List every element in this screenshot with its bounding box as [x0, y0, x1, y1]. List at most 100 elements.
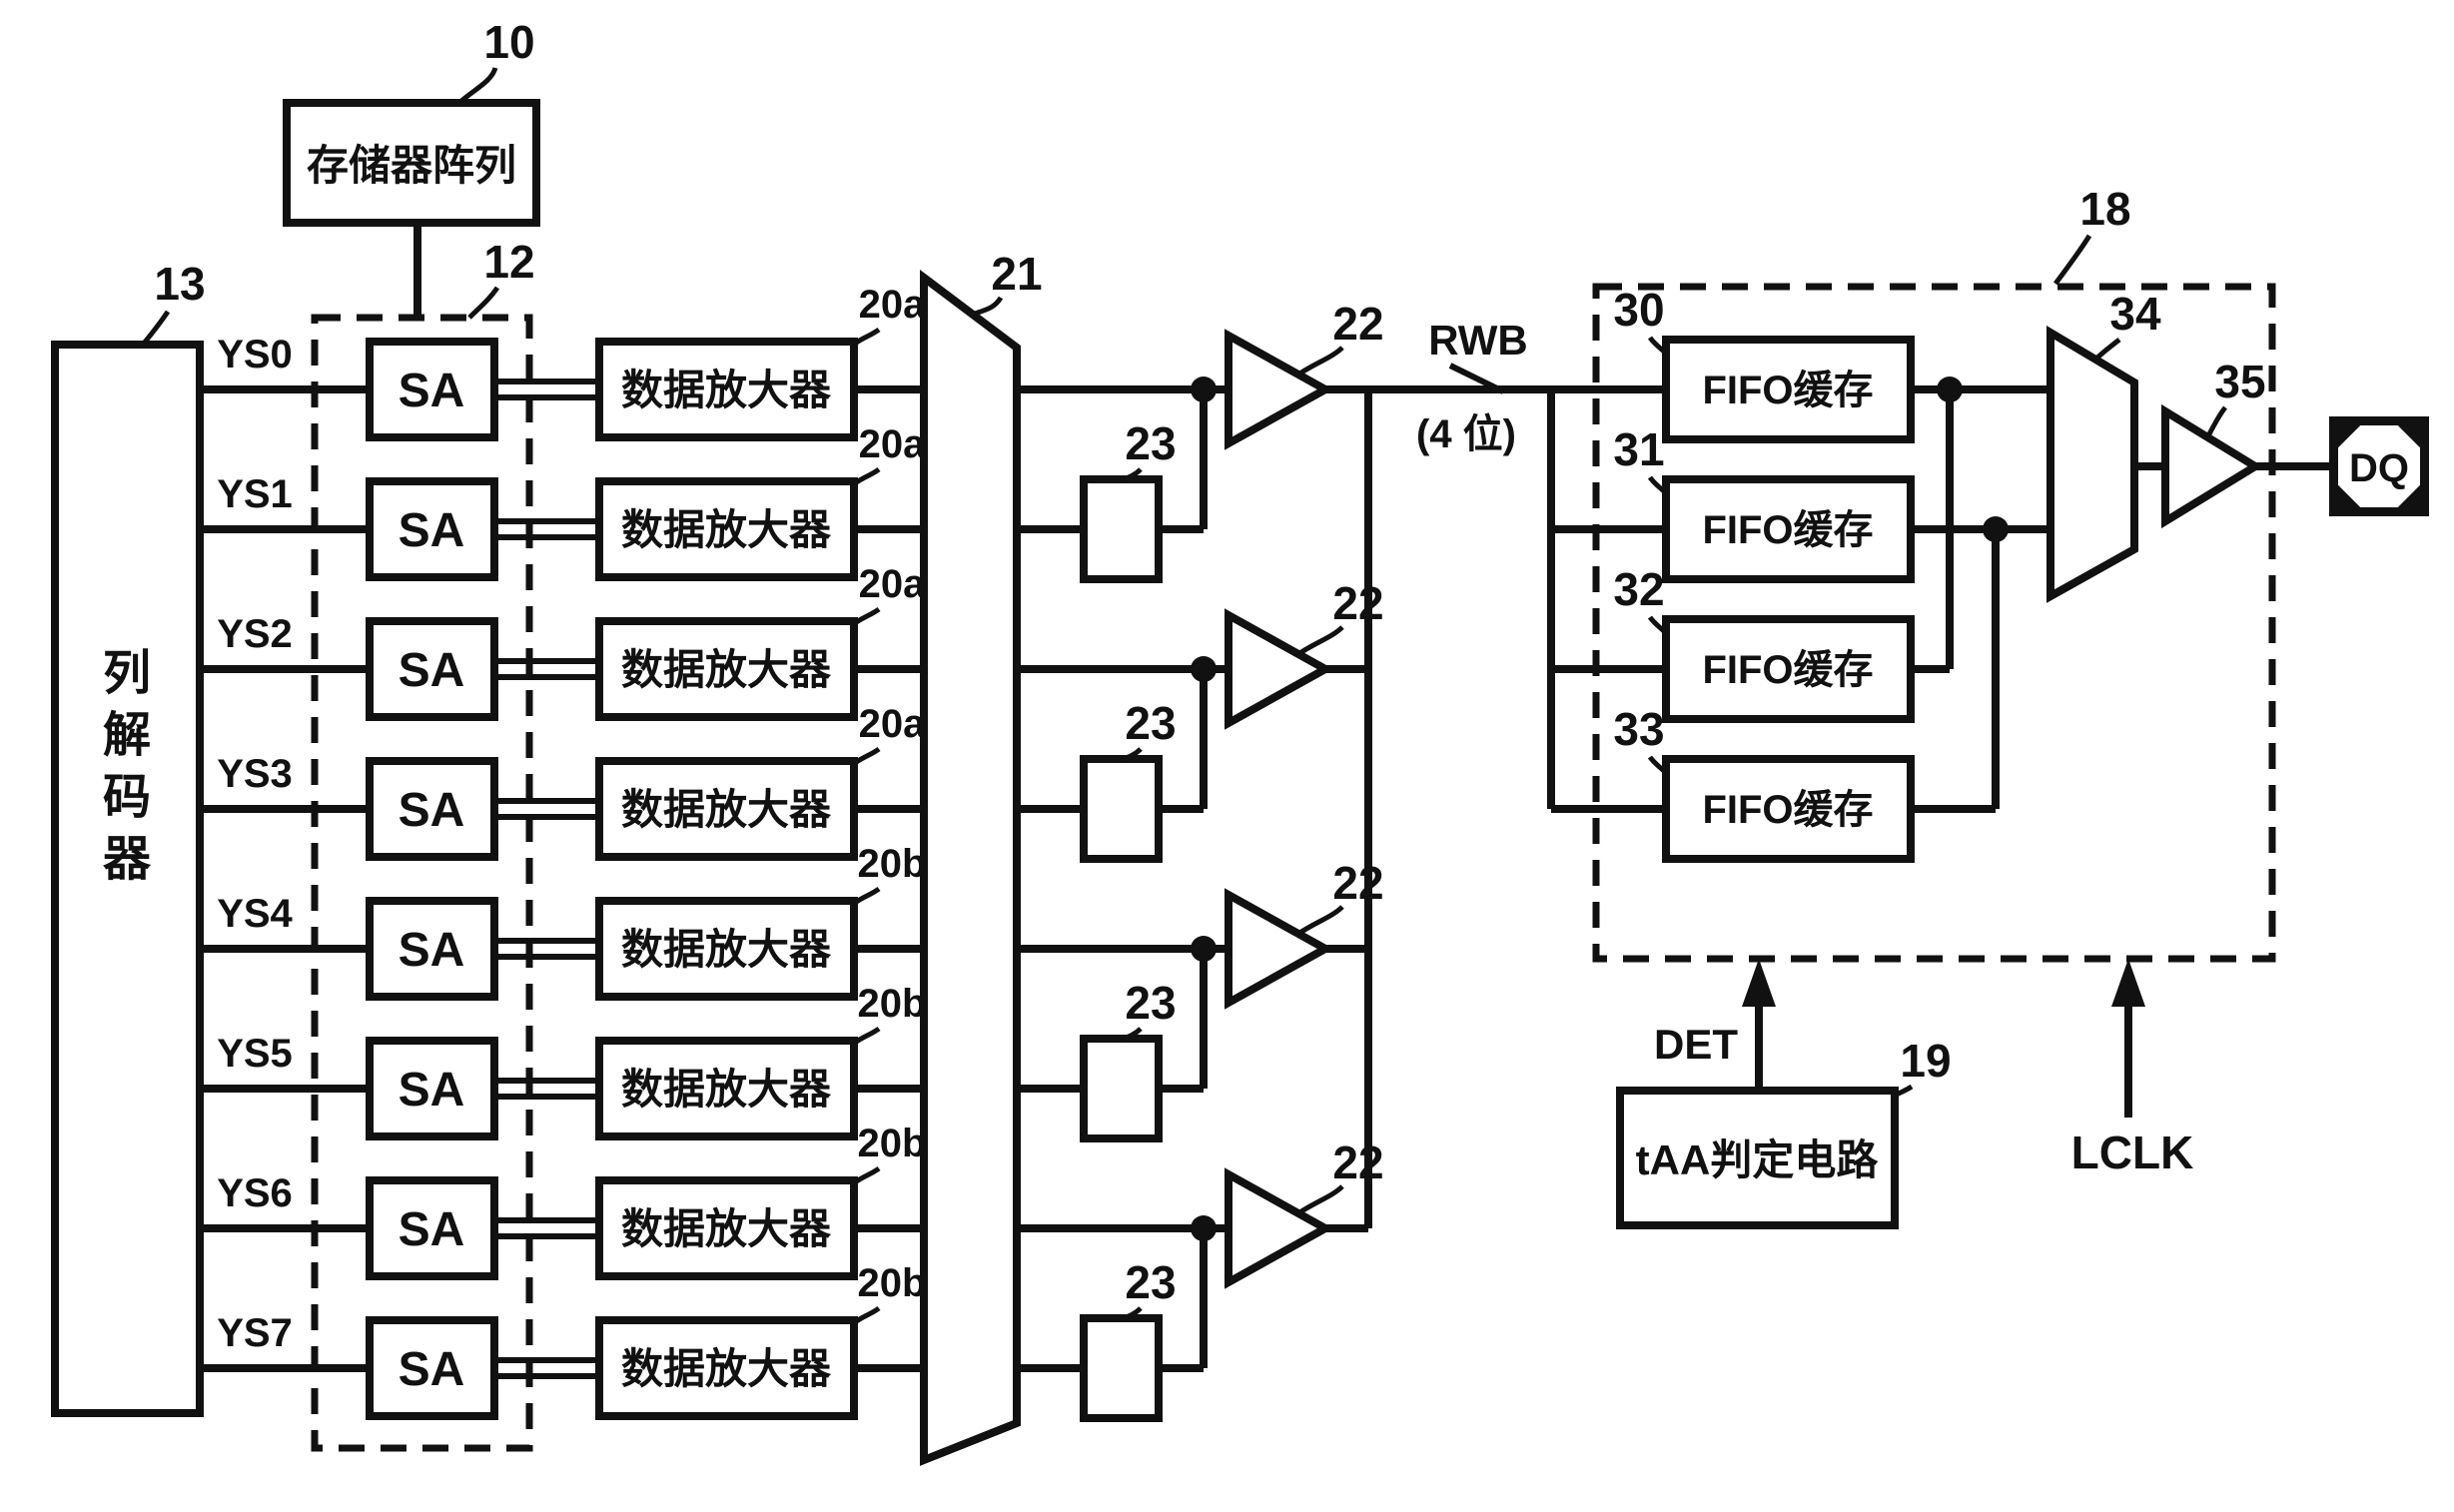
column-decoder: 13 列 解 码 器	[51, 258, 206, 1417]
leader-line	[2093, 338, 2121, 362]
fifo-block-dashed-box	[1592, 283, 2276, 963]
ref-label-20a: 20a	[859, 283, 926, 327]
buffer-triangle-22	[1225, 888, 1334, 1010]
ys-label: YS4	[217, 892, 293, 936]
channel-2: 22 23	[1017, 857, 1384, 1142]
taa-label: tAA判定电路	[1636, 1136, 1880, 1183]
channel-3: 22 23	[1017, 1136, 1384, 1422]
signal-row-ys1: YS1 SA 数据放大器 20a	[200, 422, 926, 581]
ref-label-23: 23	[1125, 1256, 1176, 1308]
signal-row-ys7: YS7 SA 数据放大器 20b	[200, 1261, 927, 1420]
leader-line	[853, 1165, 881, 1185]
signal-row-ys4: YS4 SA 数据放大器 20b	[200, 842, 927, 1001]
ys-label: YS6	[217, 1171, 293, 1215]
leader-line	[1120, 1027, 1143, 1043]
ref-label-22: 22	[1332, 577, 1383, 629]
taa-circuit: DET tAA判定电路 19	[1616, 959, 1952, 1229]
sa-box	[366, 757, 498, 861]
sa-box	[366, 1037, 498, 1140]
fifo-33: 33 FIFO缓存	[1613, 703, 1915, 863]
ys-label: YS2	[217, 612, 293, 656]
fifo-label: FIFO缓存	[1702, 508, 1873, 552]
signal-row-ys6: YS6 SA 数据放大器 20b	[200, 1122, 927, 1280]
leader-line	[853, 886, 881, 906]
mux-symbol	[2046, 325, 2138, 603]
leader-line	[1296, 346, 1344, 378]
fifo-31: 31 FIFO缓存	[1613, 423, 1915, 583]
leader-line	[2204, 405, 2227, 439]
rwb-label: RWB	[1428, 317, 1528, 364]
ys-label: YS1	[217, 472, 293, 516]
ref-label-20b: 20b	[858, 842, 927, 886]
leader-line	[1296, 1184, 1344, 1216]
data-amplifier-label: 数据放大器	[621, 1345, 832, 1392]
sa-box	[366, 897, 498, 1001]
ref-label-23: 23	[1125, 417, 1176, 469]
memory-array-label: 存储器阵列	[307, 142, 516, 189]
signal-row-ys5: YS5 SA 数据放大器 20b	[200, 982, 926, 1140]
ref-label-20a: 20a	[859, 562, 926, 606]
leader-line	[1448, 363, 1505, 394]
memory-array-box	[283, 99, 540, 227]
fifo-30: 30 FIFO缓存	[1613, 284, 1915, 443]
fifo-label: FIFO缓存	[1702, 369, 1873, 412]
signal-row-ys2: YS2 SA 数据放大器 20a	[200, 562, 926, 721]
fifo-32: 32 FIFO缓存	[1613, 563, 1915, 723]
ref-label-34: 34	[2109, 288, 2161, 340]
taa-box	[1616, 1087, 1899, 1229]
sa-box	[366, 338, 498, 441]
rwb-width-label: (4 位)	[1416, 412, 1516, 456]
sa-label: SA	[399, 784, 465, 837]
data-amplifier-label: 数据放大器	[621, 1066, 832, 1113]
ys-label: YS5	[217, 1032, 293, 1076]
leader-line	[1891, 1084, 1914, 1100]
ref-label-35: 35	[2214, 356, 2265, 407]
leader-line	[853, 327, 881, 347]
leader-line	[1120, 1306, 1143, 1322]
leader-line	[1120, 747, 1143, 763]
sa-label: SA	[399, 1343, 465, 1396]
data-amplifier-label: 数据放大器	[621, 367, 832, 413]
memory-array-block: 10 存储器阵列	[283, 16, 540, 318]
ref-label-21: 21	[991, 248, 1042, 300]
fifo-label: FIFO缓存	[1702, 648, 1873, 692]
ref-label-31: 31	[1613, 423, 1664, 475]
switch-box-23	[1080, 1035, 1163, 1142]
ref-label-23: 23	[1125, 977, 1176, 1029]
mux-symbol	[920, 269, 1021, 1466]
sa-box	[366, 1176, 498, 1280]
buffer-triangle-35	[2161, 403, 2263, 529]
ref-label-13: 13	[154, 258, 205, 310]
rwb-bus: RWB (4 位)	[1325, 317, 1666, 1228]
sa-box	[366, 617, 498, 721]
signal-row-ys0: YS0 SA 数据放大器 20a	[200, 283, 926, 441]
mux-21: 21	[920, 248, 1043, 1466]
channel-1: 22 23	[1017, 577, 1384, 863]
leader-line	[853, 746, 881, 766]
sa-label: SA	[399, 1203, 465, 1256]
ref-label-20b: 20b	[858, 1122, 927, 1165]
sa-dashed-block: 12	[311, 236, 535, 1452]
ys-label: YS3	[217, 752, 293, 796]
channel-0: 22 23	[1017, 298, 1384, 583]
data-amplifier-label: 数据放大器	[621, 1205, 832, 1252]
ref-label-20a: 20a	[859, 702, 926, 746]
switch-box-23	[1080, 1314, 1163, 1422]
sa-label: SA	[399, 1064, 465, 1117]
arrow-up-icon	[2111, 959, 2145, 1007]
mux-34: 34	[2046, 288, 2161, 603]
det-label: DET	[1654, 1021, 1738, 1068]
ref-label-30: 30	[1613, 284, 1664, 336]
switch-box-23	[1080, 475, 1163, 583]
ys-label: YS7	[217, 1311, 293, 1355]
ref-label-10: 10	[483, 16, 534, 68]
decoder-char-1: 列	[103, 647, 151, 700]
ref-label-22: 22	[1332, 298, 1383, 350]
sa-label: SA	[399, 504, 465, 557]
ref-label-20b: 20b	[858, 1261, 927, 1305]
leader-line	[1120, 467, 1143, 483]
sa-label: SA	[399, 924, 465, 977]
lclk-signal: LCLK	[2071, 959, 2193, 1178]
decoder-char-2: 解	[103, 709, 151, 762]
